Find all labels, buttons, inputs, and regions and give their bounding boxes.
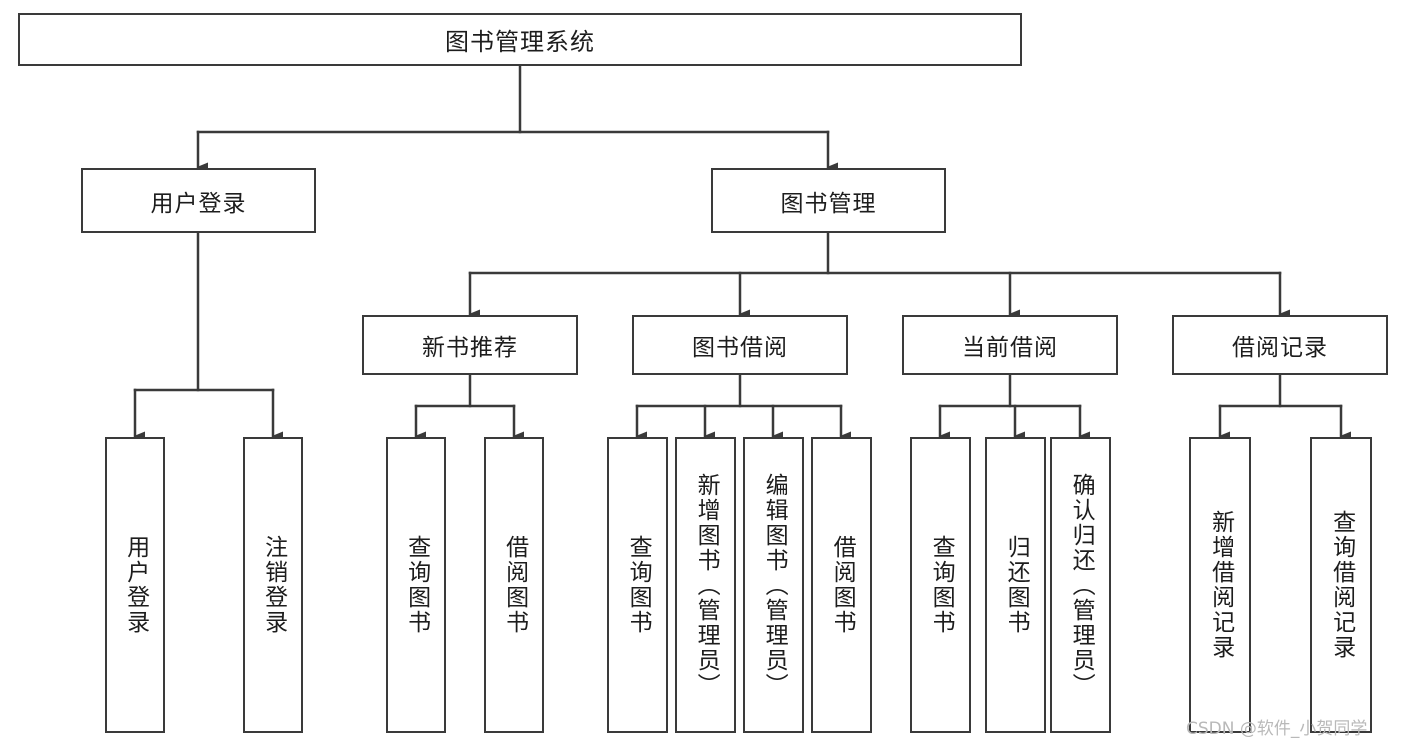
- node-leaf[interactable]: 编辑图书（管理员）: [743, 437, 804, 733]
- node-leaf[interactable]: 查询图书: [910, 437, 971, 733]
- node-label: 当前借阅: [962, 335, 1058, 361]
- node-leaf[interactable]: 新增借阅记录: [1189, 437, 1251, 733]
- node-label: 图书管理: [780, 190, 877, 217]
- node-label: 新增图书（管理员）: [693, 472, 720, 698]
- node-leaf[interactable]: 用户登录: [105, 437, 165, 733]
- node-branch[interactable]: 图书借阅: [632, 315, 848, 375]
- tree-connectors: [133, 64, 1351, 441]
- node-leaf[interactable]: 查询借阅记录: [1310, 437, 1372, 733]
- node-branch[interactable]: 当前借阅: [902, 315, 1118, 375]
- node-label: 查询图书: [403, 535, 430, 635]
- node-label: 新增借阅记录: [1207, 510, 1234, 660]
- node-label: 用户登录: [150, 190, 247, 217]
- node-leaf[interactable]: 查询图书: [386, 437, 446, 733]
- node-label: 编辑图书（管理员）: [761, 472, 788, 698]
- node-leaf[interactable]: 新增图书（管理员）: [675, 437, 736, 733]
- node-leaf[interactable]: 归还图书: [985, 437, 1046, 733]
- node-label: 归还图书: [1003, 535, 1030, 635]
- node-label: 借阅记录: [1232, 335, 1328, 361]
- node-label: 借阅图书: [829, 535, 856, 635]
- node-branch[interactable]: 用户登录: [81, 168, 316, 233]
- node-root[interactable]: 图书管理系统: [18, 13, 1022, 66]
- node-leaf[interactable]: 借阅图书: [811, 437, 872, 733]
- node-leaf[interactable]: 注销登录: [243, 437, 303, 733]
- node-branch[interactable]: 借阅记录: [1172, 315, 1388, 375]
- node-label: 用户登录: [122, 535, 149, 635]
- node-label: 确认归还（管理员）: [1068, 472, 1095, 698]
- watermark-text: CSDN @软件_小贺同学: [1186, 719, 1368, 739]
- node-label: 查询图书: [625, 535, 652, 635]
- node-leaf[interactable]: 查询图书: [607, 437, 668, 733]
- node-label: 借阅图书: [501, 535, 528, 635]
- node-label: 图书管理系统: [445, 28, 595, 56]
- node-leaf[interactable]: 借阅图书: [484, 437, 544, 733]
- node-branch[interactable]: 新书推荐: [362, 315, 578, 375]
- node-leaf[interactable]: 确认归还（管理员）: [1050, 437, 1111, 733]
- node-label: 图书借阅: [692, 335, 788, 361]
- node-label: 新书推荐: [422, 335, 518, 361]
- node-label: 查询图书: [928, 535, 955, 635]
- node-label: 注销登录: [260, 535, 287, 635]
- node-branch[interactable]: 图书管理: [711, 168, 946, 233]
- node-label: 查询借阅记录: [1328, 510, 1355, 660]
